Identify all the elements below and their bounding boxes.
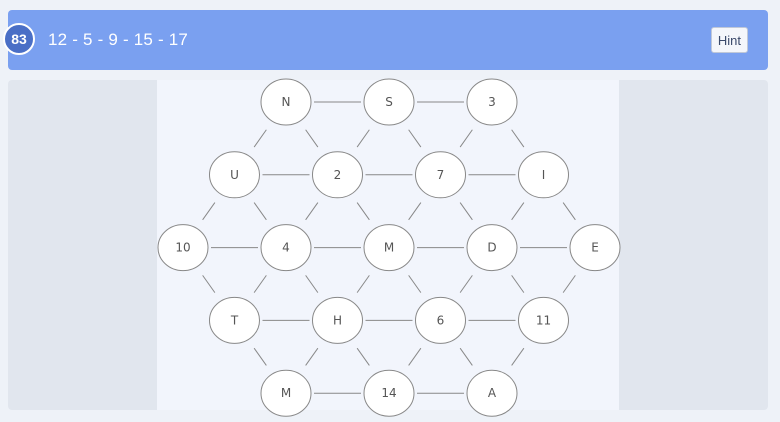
grid-node[interactable]: 2 [312,151,363,199]
grid-edge [253,275,267,293]
grid-node-label: D [487,241,496,255]
grid-node-label: T [230,313,239,327]
grid-node[interactable]: 3 [466,78,518,126]
grid-edge [202,202,216,221]
grid-edge [511,347,525,366]
grid-node-circle[interactable] [415,296,466,344]
grid-edge [305,129,319,148]
grid-node[interactable]: T [209,296,260,344]
grid-node-label: 7 [437,168,445,182]
grid-edge [253,202,267,221]
grid-edge [562,202,576,221]
grid-node-label: 4 [282,241,290,255]
hint-button[interactable]: Hint [710,27,748,53]
puzzle-sequence-title: 12 - 5 - 9 - 15 - 17 [48,30,189,49]
grid-node-label: 3 [488,95,496,109]
grid-node[interactable]: S [363,78,415,126]
grid-node[interactable]: 6 [415,296,466,344]
puzzle-number-badge: 83 [3,23,35,55]
grid-edge [253,347,267,366]
grid-edge [408,129,422,148]
grid-node-label: 10 [175,241,190,255]
grid-edge [408,275,422,293]
grid-edge [511,275,525,293]
grid-node[interactable]: H [312,296,363,344]
grid-edge [459,129,473,148]
grid-node[interactable]: 7 [415,151,466,199]
grid-node-label: I [542,168,546,182]
grid-node-label: 14 [381,386,396,400]
grid-node-circle[interactable] [363,369,415,417]
grid-node-circle[interactable] [209,151,260,199]
grid-node[interactable]: M [260,369,312,417]
grid-edges [202,101,576,394]
grid-node-circle[interactable] [260,224,312,272]
grid-node-circle[interactable] [260,369,312,417]
grid-node[interactable]: 14 [363,369,415,417]
grid-node[interactable]: A [466,369,518,417]
grid-edge [202,275,216,293]
grid-edge [356,129,370,148]
grid-node-label: M [384,241,394,255]
grid-edge [408,347,422,366]
grid-node-circle[interactable] [518,296,569,344]
grid-node-circle[interactable] [312,151,363,199]
grid-edge [459,275,473,293]
grid-node[interactable]: 10 [157,224,209,272]
grid-node-label: N [282,95,291,109]
grid-node[interactable]: U [209,151,260,199]
grid-node-label: 2 [334,168,342,182]
grid-node-circle[interactable] [569,224,621,272]
grid-node-label: 6 [437,313,445,327]
grid-node-label: H [333,313,342,327]
grid-edge [356,347,370,366]
grid-node[interactable]: M [363,224,415,272]
grid-node-label: E [591,241,599,255]
grid-edge [253,129,267,148]
grid-edge [511,202,525,221]
grid-edge [511,129,525,148]
grid-node-label: 11 [536,313,551,327]
grid-node[interactable]: N [260,78,312,126]
grid-node-circle[interactable] [260,78,312,126]
grid-edge [562,275,576,293]
grid-node-circle[interactable] [363,78,415,126]
grid-node-circle[interactable] [363,224,415,272]
grid-edge [356,202,370,221]
grid-node-label: S [385,95,393,109]
grid-edge [356,275,370,293]
grid-node-circle[interactable] [157,224,209,272]
puzzle-header: 83 12 - 5 - 9 - 15 - 17 Hint [3,10,768,70]
grid-node-label: A [488,386,497,400]
grid-node-circle[interactable] [209,296,260,344]
grid-node[interactable]: E [569,224,621,272]
grid-edge [305,202,319,221]
grid-node[interactable]: 4 [260,224,312,272]
grid-edge [459,347,473,366]
grid-node-circle[interactable] [466,224,518,272]
grid-node-circle[interactable] [415,151,466,199]
grid-edge [408,202,422,221]
grid-edge [305,275,319,293]
grid-edge [459,202,473,221]
grid-node[interactable]: 11 [518,296,569,344]
grid-node[interactable]: I [518,151,569,199]
grid-node-circle[interactable] [312,296,363,344]
grid-node-circle[interactable] [466,78,518,126]
grid-node-label: U [230,168,239,182]
grid-node-label: M [281,386,291,400]
grid-node-circle[interactable] [518,151,569,199]
grid-node-circle[interactable] [466,369,518,417]
grid-edge [305,347,319,366]
grid-node[interactable]: D [466,224,518,272]
